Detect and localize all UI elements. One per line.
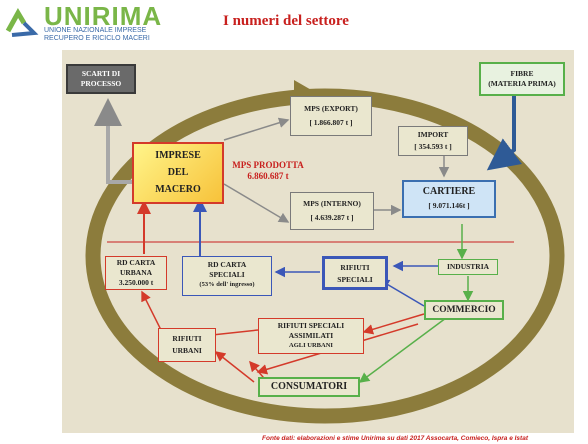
- scarti-line-1: SCARTI DI: [81, 69, 121, 78]
- import-box: IMPORT [ 354.593 t ]: [398, 126, 468, 156]
- rd-urbana-line-2: URBANA: [119, 268, 153, 277]
- import-label: IMPORT: [417, 130, 449, 139]
- cartiere-box: CARTIERE [ 9.071.146t ]: [402, 180, 496, 218]
- rd-carta-urbana-box: RD CARTA URBANA 3.250.000 t: [105, 256, 167, 290]
- consumatori-box: CONSUMATORI: [258, 377, 360, 397]
- scarti-line-2: PROCESSO: [80, 79, 122, 88]
- mps-interno-box: MPS (INTERNO) [ 4.639.287 t ]: [290, 192, 374, 230]
- recycle-logo-icon: [5, 8, 39, 37]
- rd-speciali-note: (53% dell' ingresso): [199, 281, 255, 288]
- mps-prodotta-title: MPS PRODOTTA: [232, 160, 304, 170]
- mps-interno-value: [ 4.639.287 t ]: [310, 213, 354, 222]
- footer-source: Fonte dati: elaborazioni e stime Unirima…: [262, 435, 528, 442]
- rifiuti-urbani-line-1: RIFIUTI: [172, 334, 202, 343]
- rifiuti-speciali-box: RIFIUTI SPECIALI: [322, 256, 388, 290]
- cartiere-label: CARTIERE: [422, 186, 476, 197]
- industria-label: INDUSTRIA: [446, 262, 490, 271]
- import-value: [ 354.593 t ]: [414, 142, 452, 151]
- scarti-di-processo-box: SCARTI DI PROCESSO: [66, 64, 136, 94]
- rd-speciali-line-2: SPECIALI: [209, 270, 245, 279]
- mps-export-label: MPS (EXPORT): [304, 104, 358, 113]
- rd-speciali-line-1: RD CARTA: [207, 260, 247, 269]
- commercio-box: COMMERCIO: [424, 300, 504, 320]
- industria-box: INDUSTRIA: [438, 259, 498, 275]
- mps-export-box: MPS (EXPORT) [ 1.866.807 t ]: [290, 96, 372, 136]
- logo: UNIRIMA UNIONE NAZIONALE IMPRESE RECUPER…: [4, 3, 184, 43]
- mps-interno-label: MPS (INTERNO): [303, 199, 361, 208]
- logo-tagline-1: UNIONE NAZIONALE IMPRESE: [44, 27, 147, 34]
- logo-wordmark: UNIRIMA: [44, 1, 163, 31]
- assimilati-line-1: RIFIUTI SPECIALI: [277, 321, 345, 330]
- imprese-del-macero-box: IMPRESE DEL MACERO: [132, 142, 224, 204]
- rifiuti-speciali-line-2: SPECIALI: [337, 275, 373, 284]
- logo-tagline-2: RECUPERO E RICICLO MACERI: [44, 35, 150, 42]
- fibre-line-2: (MATERIA PRIMA): [488, 79, 556, 88]
- rifiuti-speciali-line-1: RIFIUTI: [340, 263, 370, 272]
- rifiuti-urbani-line-2: URBANI: [172, 346, 202, 355]
- commercio-label: COMMERCIO: [432, 305, 496, 315]
- rifiuti-assimilati-box: RIFIUTI SPECIALI ASSIMILATI AGLI URBANI: [258, 318, 364, 354]
- consumatori-label: CONSUMATORI: [270, 381, 348, 392]
- mps-prodotta-value: 6.860.687 t: [247, 171, 289, 181]
- page-title: I numeri del settore: [223, 13, 349, 29]
- fibre-box: FIBRE (MATERIA PRIMA): [479, 62, 565, 96]
- mps-prodotta-label: MPS PRODOTTA 6.860.687 t: [230, 160, 306, 182]
- rifiuti-urbani-box: RIFIUTI URBANI: [158, 328, 216, 362]
- rd-carta-speciali-box: RD CARTA SPECIALI (53% dell' ingresso): [182, 256, 272, 296]
- rd-urbana-line-1: RD CARTA: [116, 258, 156, 267]
- imprese-line-3: MACERO: [155, 184, 201, 195]
- cartiere-value: [ 9.071.146t ]: [428, 201, 470, 210]
- mps-export-value: [ 1.866.807 t ]: [309, 118, 353, 127]
- assimilati-line-2: ASSIMILATI: [288, 331, 334, 340]
- imprese-line-1: IMPRESE: [155, 150, 201, 161]
- assimilati-line-3: AGLI URBANI: [289, 342, 333, 349]
- rd-urbana-value: 3.250.000 t: [118, 278, 154, 287]
- imprese-line-2: DEL: [167, 167, 189, 178]
- diagram-panel: SCARTI DI PROCESSO FIBRE (MATERIA PRIMA)…: [62, 50, 574, 433]
- fibre-line-1: FIBRE: [510, 69, 534, 78]
